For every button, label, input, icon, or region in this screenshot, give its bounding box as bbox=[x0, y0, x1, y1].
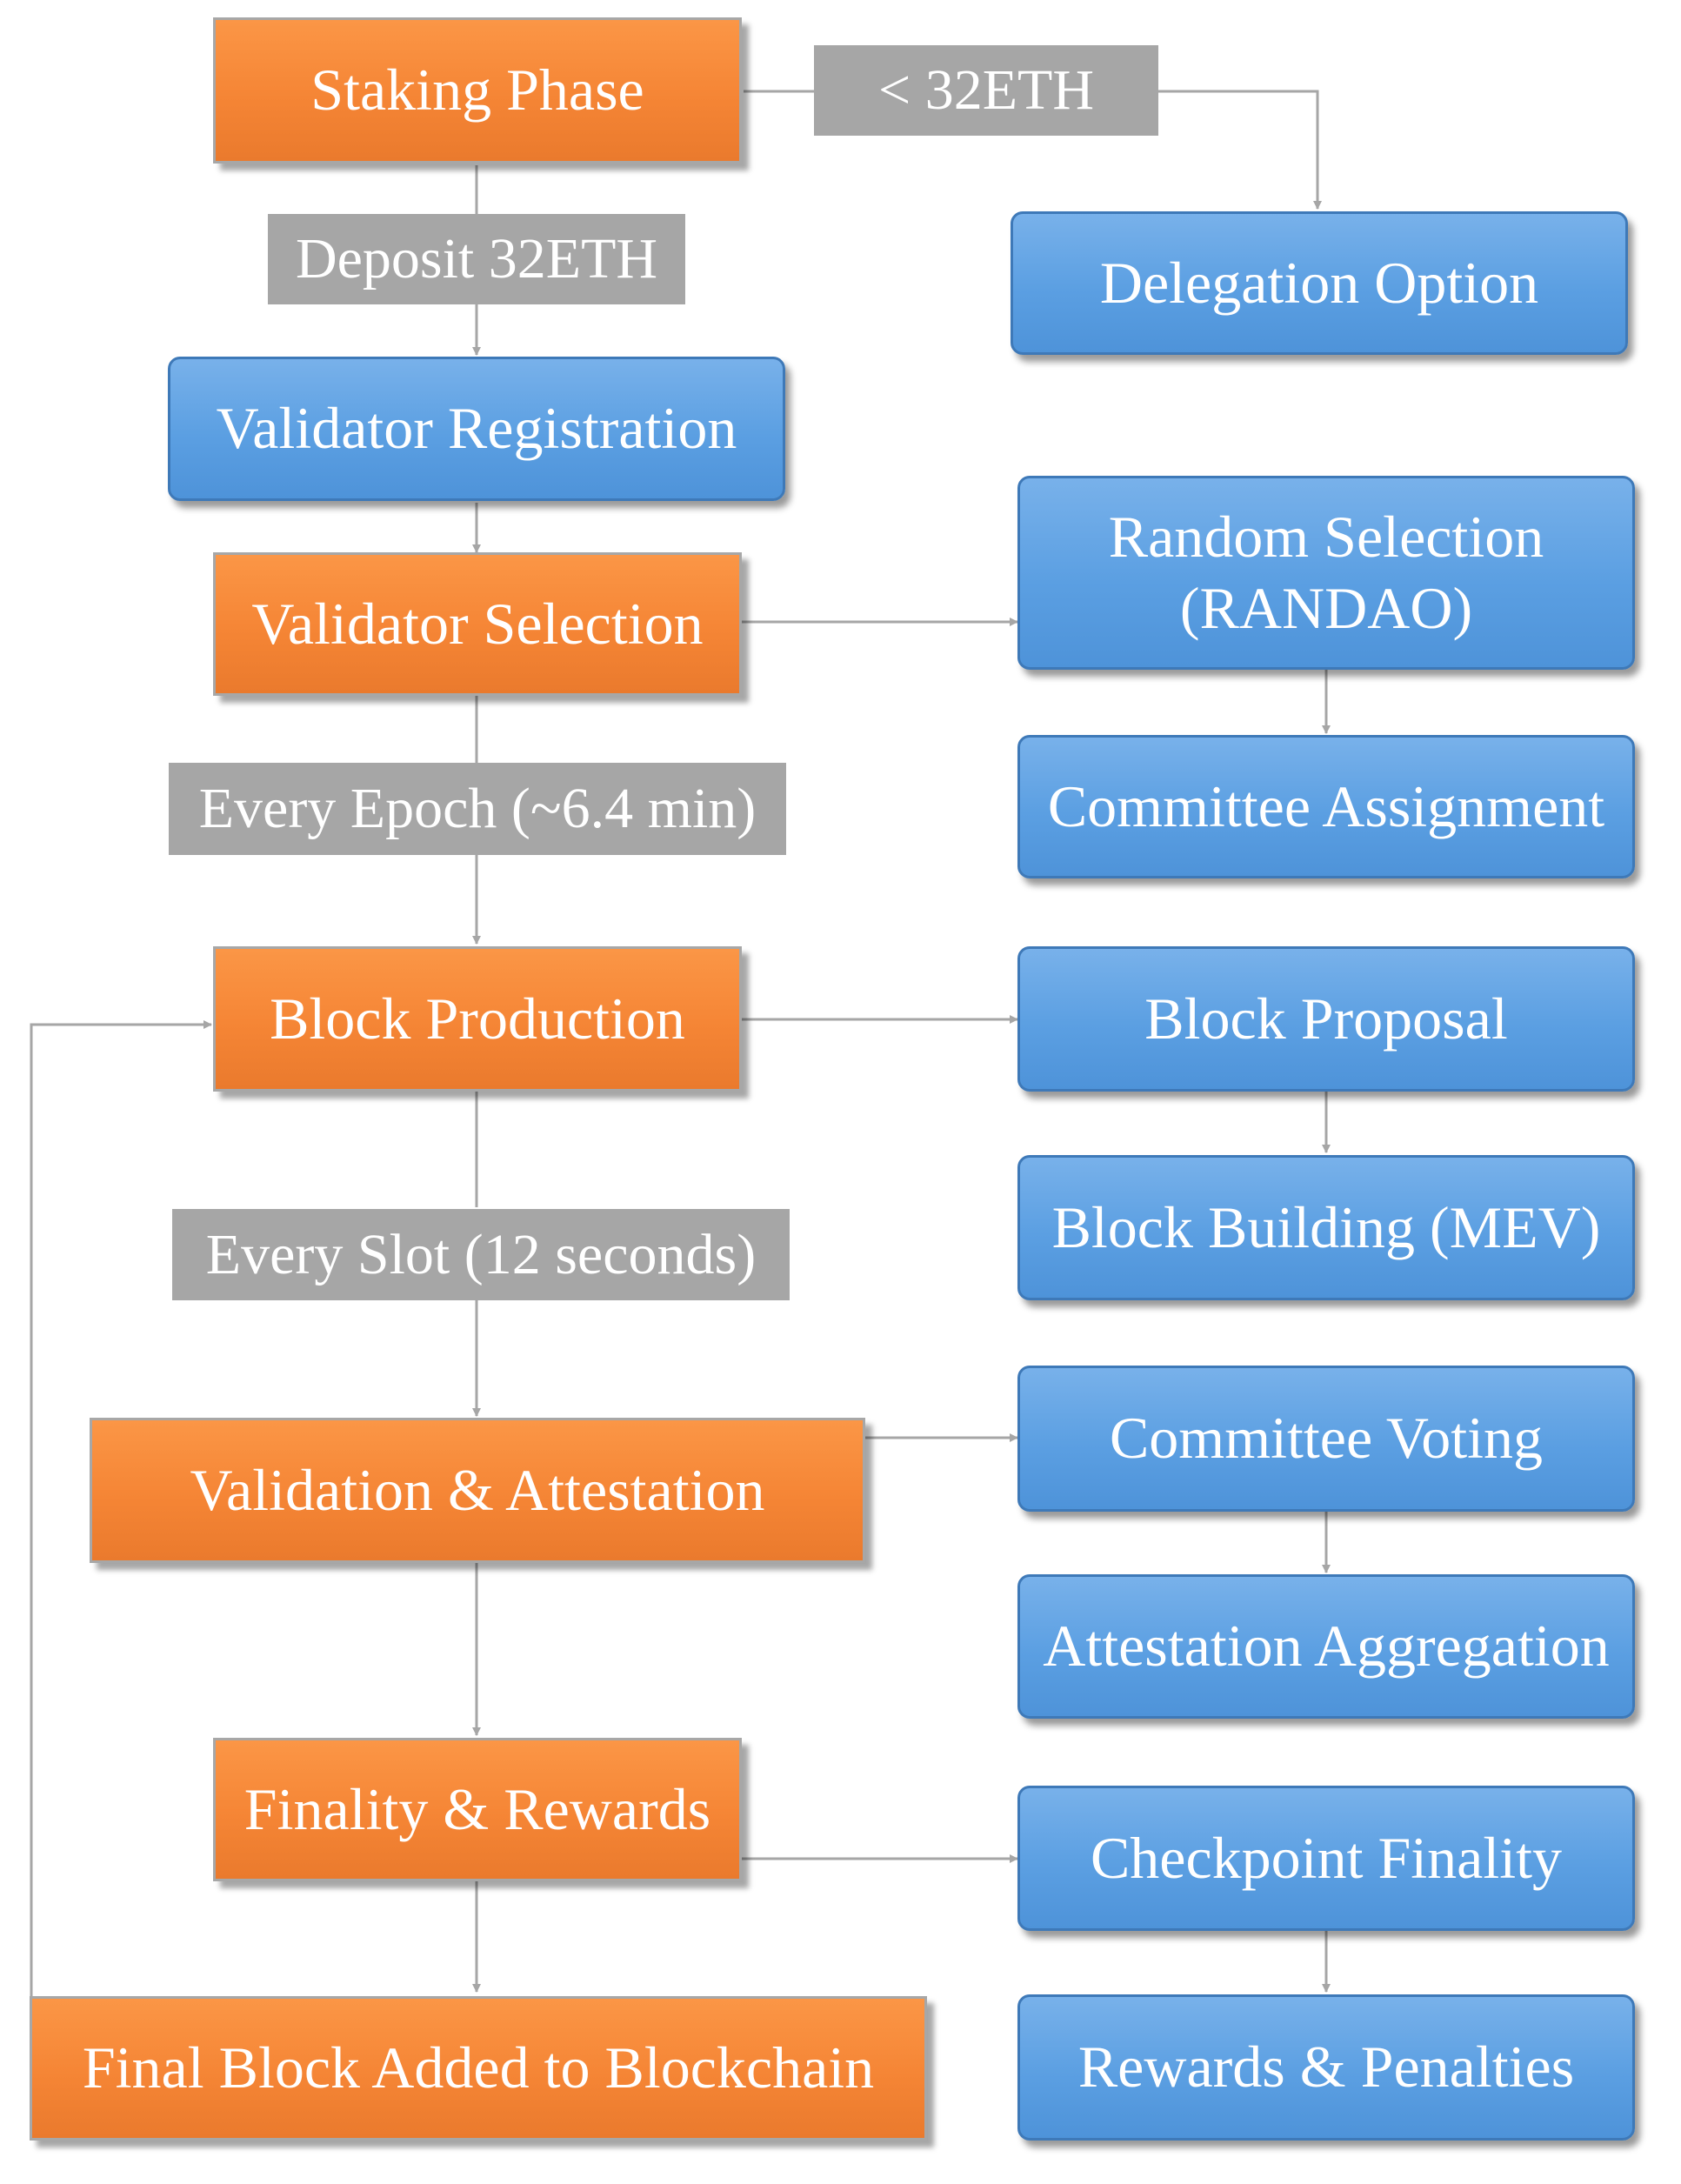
block-proposal-box: Block Proposal bbox=[1017, 946, 1635, 1092]
delegation-option-label: Delegation Option bbox=[1099, 249, 1539, 316]
every-epoch-text: Every Epoch (~6.4 min) bbox=[198, 777, 757, 841]
block-building-box: Block Building (MEV) bbox=[1017, 1155, 1635, 1300]
finality-rewards-box: Finality & Rewards bbox=[213, 1738, 742, 1881]
checkpoint-finality-box: Checkpoint Finality bbox=[1017, 1786, 1635, 1931]
random-selection-label-line2: (RANDAO) bbox=[1179, 574, 1473, 641]
every-slot-text: Every Slot (12 seconds) bbox=[205, 1222, 757, 1286]
committee-voting-box: Committee Voting bbox=[1017, 1366, 1635, 1512]
every-slot-label: Every Slot (12 seconds) bbox=[172, 1209, 790, 1300]
every-epoch-label: Every Epoch (~6.4 min) bbox=[169, 763, 786, 855]
committee-voting-label: Committee Voting bbox=[1109, 1405, 1544, 1472]
connector-condition-to-delegation bbox=[1158, 90, 1322, 210]
connector-loop-final-to-production bbox=[30, 1020, 212, 2079]
less-than-32eth-label: < 32ETH bbox=[814, 45, 1158, 136]
validation-attestation-label: Validation & Attestation bbox=[190, 1456, 765, 1523]
attestation-aggregation-box: Attestation Aggregation bbox=[1017, 1574, 1635, 1719]
final-block-label: Final Block Added to Blockchain bbox=[82, 2034, 875, 2101]
committee-assignment-label: Committee Assignment bbox=[1047, 772, 1605, 839]
less-than-32eth-text: < 32ETH bbox=[877, 58, 1094, 123]
checkpoint-finality-label: Checkpoint Finality bbox=[1090, 1824, 1563, 1891]
rewards-penalties-label: Rewards & Penalties bbox=[1077, 2034, 1575, 2101]
final-block-box: Final Block Added to Blockchain bbox=[30, 1996, 927, 2141]
validator-registration-label: Validator Registration bbox=[216, 395, 737, 462]
delegation-option-box: Delegation Option bbox=[1011, 211, 1628, 355]
staking-phase-label: Staking Phase bbox=[310, 57, 644, 124]
random-selection-box: Random Selection (RANDAO) bbox=[1017, 476, 1635, 670]
attestation-aggregation-label: Attestation Aggregation bbox=[1043, 1613, 1610, 1680]
committee-assignment-box: Committee Assignment bbox=[1017, 735, 1635, 878]
rewards-penalties-box: Rewards & Penalties bbox=[1017, 1994, 1635, 2141]
block-building-label: Block Building (MEV) bbox=[1051, 1193, 1601, 1260]
staking-phase-box: Staking Phase bbox=[213, 17, 742, 164]
random-selection-label-line1: Random Selection bbox=[1108, 503, 1544, 570]
block-production-box: Block Production bbox=[213, 946, 742, 1092]
deposit-condition-label: Deposit 32ETH bbox=[268, 214, 685, 304]
validator-selection-box: Validator Selection bbox=[213, 552, 742, 696]
block-production-label: Block Production bbox=[270, 985, 685, 1052]
finality-rewards-label: Finality & Rewards bbox=[243, 1775, 711, 1842]
block-proposal-label: Block Proposal bbox=[1144, 985, 1508, 1052]
validator-registration-box: Validator Registration bbox=[168, 357, 785, 501]
validator-selection-label: Validator Selection bbox=[251, 590, 704, 657]
deposit-condition-text: Deposit 32ETH bbox=[295, 227, 658, 291]
validation-attestation-box: Validation & Attestation bbox=[90, 1418, 865, 1563]
